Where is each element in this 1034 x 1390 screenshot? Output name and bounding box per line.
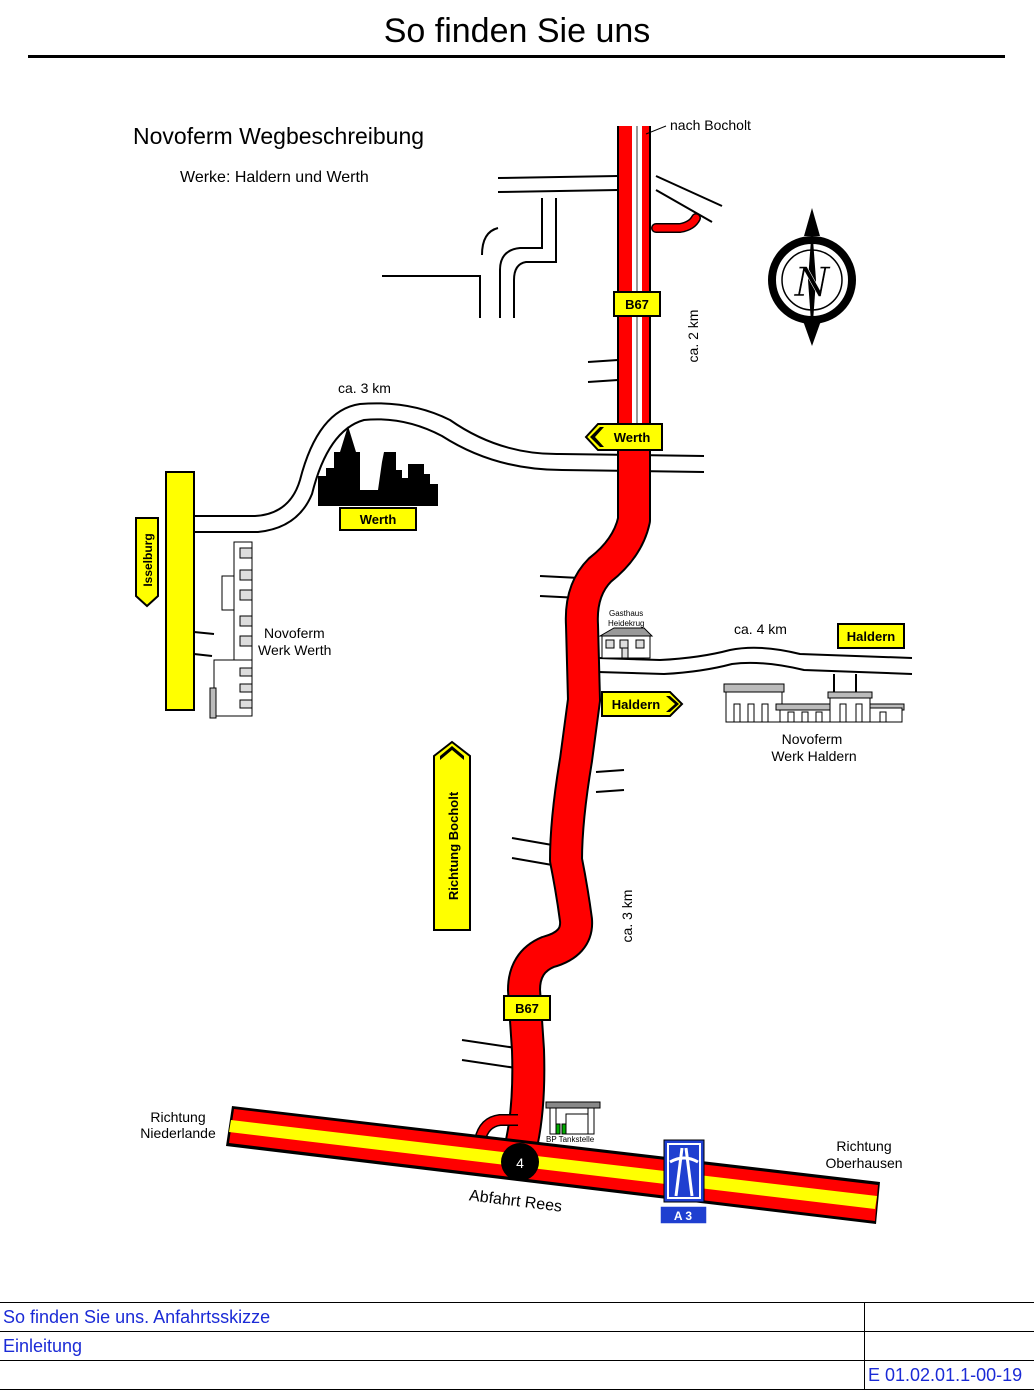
label-werk-haldern-2: Werk Haldern — [771, 748, 856, 764]
label-oberhausen-1: Richtung — [836, 1138, 891, 1154]
label-werk-haldern-1: Novoferm — [782, 731, 843, 747]
tankstelle-icon — [545, 1101, 601, 1135]
page-title: So finden Sie uns — [383, 12, 651, 50]
map-heading: Novoferm Wegbeschreibung — [133, 123, 424, 149]
sign-b67-north: B67 — [625, 297, 649, 312]
footer-cell-l3 — [0, 1360, 865, 1390]
document-footer: So finden Sie uns. Anfahrtsskizze Einlei… — [0, 1302, 1034, 1390]
compass-rose-icon: N — [768, 208, 856, 346]
exit-marker — [501, 1143, 539, 1181]
werk-werth-buildings — [209, 541, 253, 719]
side-roads — [193, 175, 913, 1069]
label-dist-3km-south: ca. 3 km — [619, 890, 635, 943]
label-tankstelle: BP Tankstelle — [546, 1135, 595, 1144]
autobahn-sign-icon: A 3 — [659, 1139, 708, 1225]
label-gasthaus-2: Heidekrug — [608, 619, 644, 628]
footer-doc-number: E 01.02.01.1-00-19 — [864, 1360, 1034, 1390]
werk-haldern-buildings — [723, 683, 905, 723]
sign-haldern-arrow: Haldern — [612, 697, 660, 712]
route-map: N B67 Werth Werth Isselburg Haldern Hald… — [133, 117, 913, 1225]
sign-richtung-bocholt: Richtung Bocholt — [446, 791, 461, 900]
title-rule — [28, 55, 1005, 58]
sign-werth-arrow: Werth — [614, 430, 651, 445]
label-abfahrt-rees: Abfahrt Rees — [468, 1187, 563, 1215]
label-gasthaus-1: Gasthaus — [609, 609, 643, 618]
label-oberhausen-2: Oberhausen — [825, 1155, 902, 1171]
sign-b67-south: B67 — [515, 1001, 539, 1016]
autobahn-a3 — [226, 1106, 880, 1224]
sign-werth-town: Werth — [360, 512, 397, 527]
exit-number: 4 — [516, 1155, 524, 1171]
label-dist-4km: ca. 4 km — [734, 621, 787, 637]
compass-letter: N — [794, 260, 832, 306]
sign-autobahn-number: A 3 — [674, 1209, 693, 1223]
isselburg-road — [165, 471, 195, 711]
sign-isselburg: Isselburg — [141, 533, 155, 586]
gasthaus-icon — [598, 627, 654, 659]
footer-section: Einleitung — [0, 1331, 865, 1361]
label-dist-2km: ca. 2 km — [685, 310, 701, 363]
label-werk-werth-2: Werk Werth — [258, 642, 331, 658]
label-nach-bocholt: nach Bocholt — [670, 117, 751, 133]
map-subheading: Werke: Haldern und Werth — [180, 169, 369, 186]
footer-cell-r2 — [864, 1331, 1034, 1361]
label-werk-werth-1: Novoferm — [264, 625, 325, 641]
footer-doc-title: So finden Sie uns. Anfahrtsskizze — [0, 1302, 865, 1332]
werth-skyline-icon — [318, 426, 438, 506]
label-niederlande-1: Richtung — [150, 1109, 205, 1125]
label-niederlande-2: Niederlande — [140, 1125, 216, 1141]
label-dist-3km-west: ca. 3 km — [338, 380, 391, 396]
footer-cell-r1 — [864, 1302, 1034, 1332]
sign-haldern-box: Haldern — [847, 629, 895, 644]
